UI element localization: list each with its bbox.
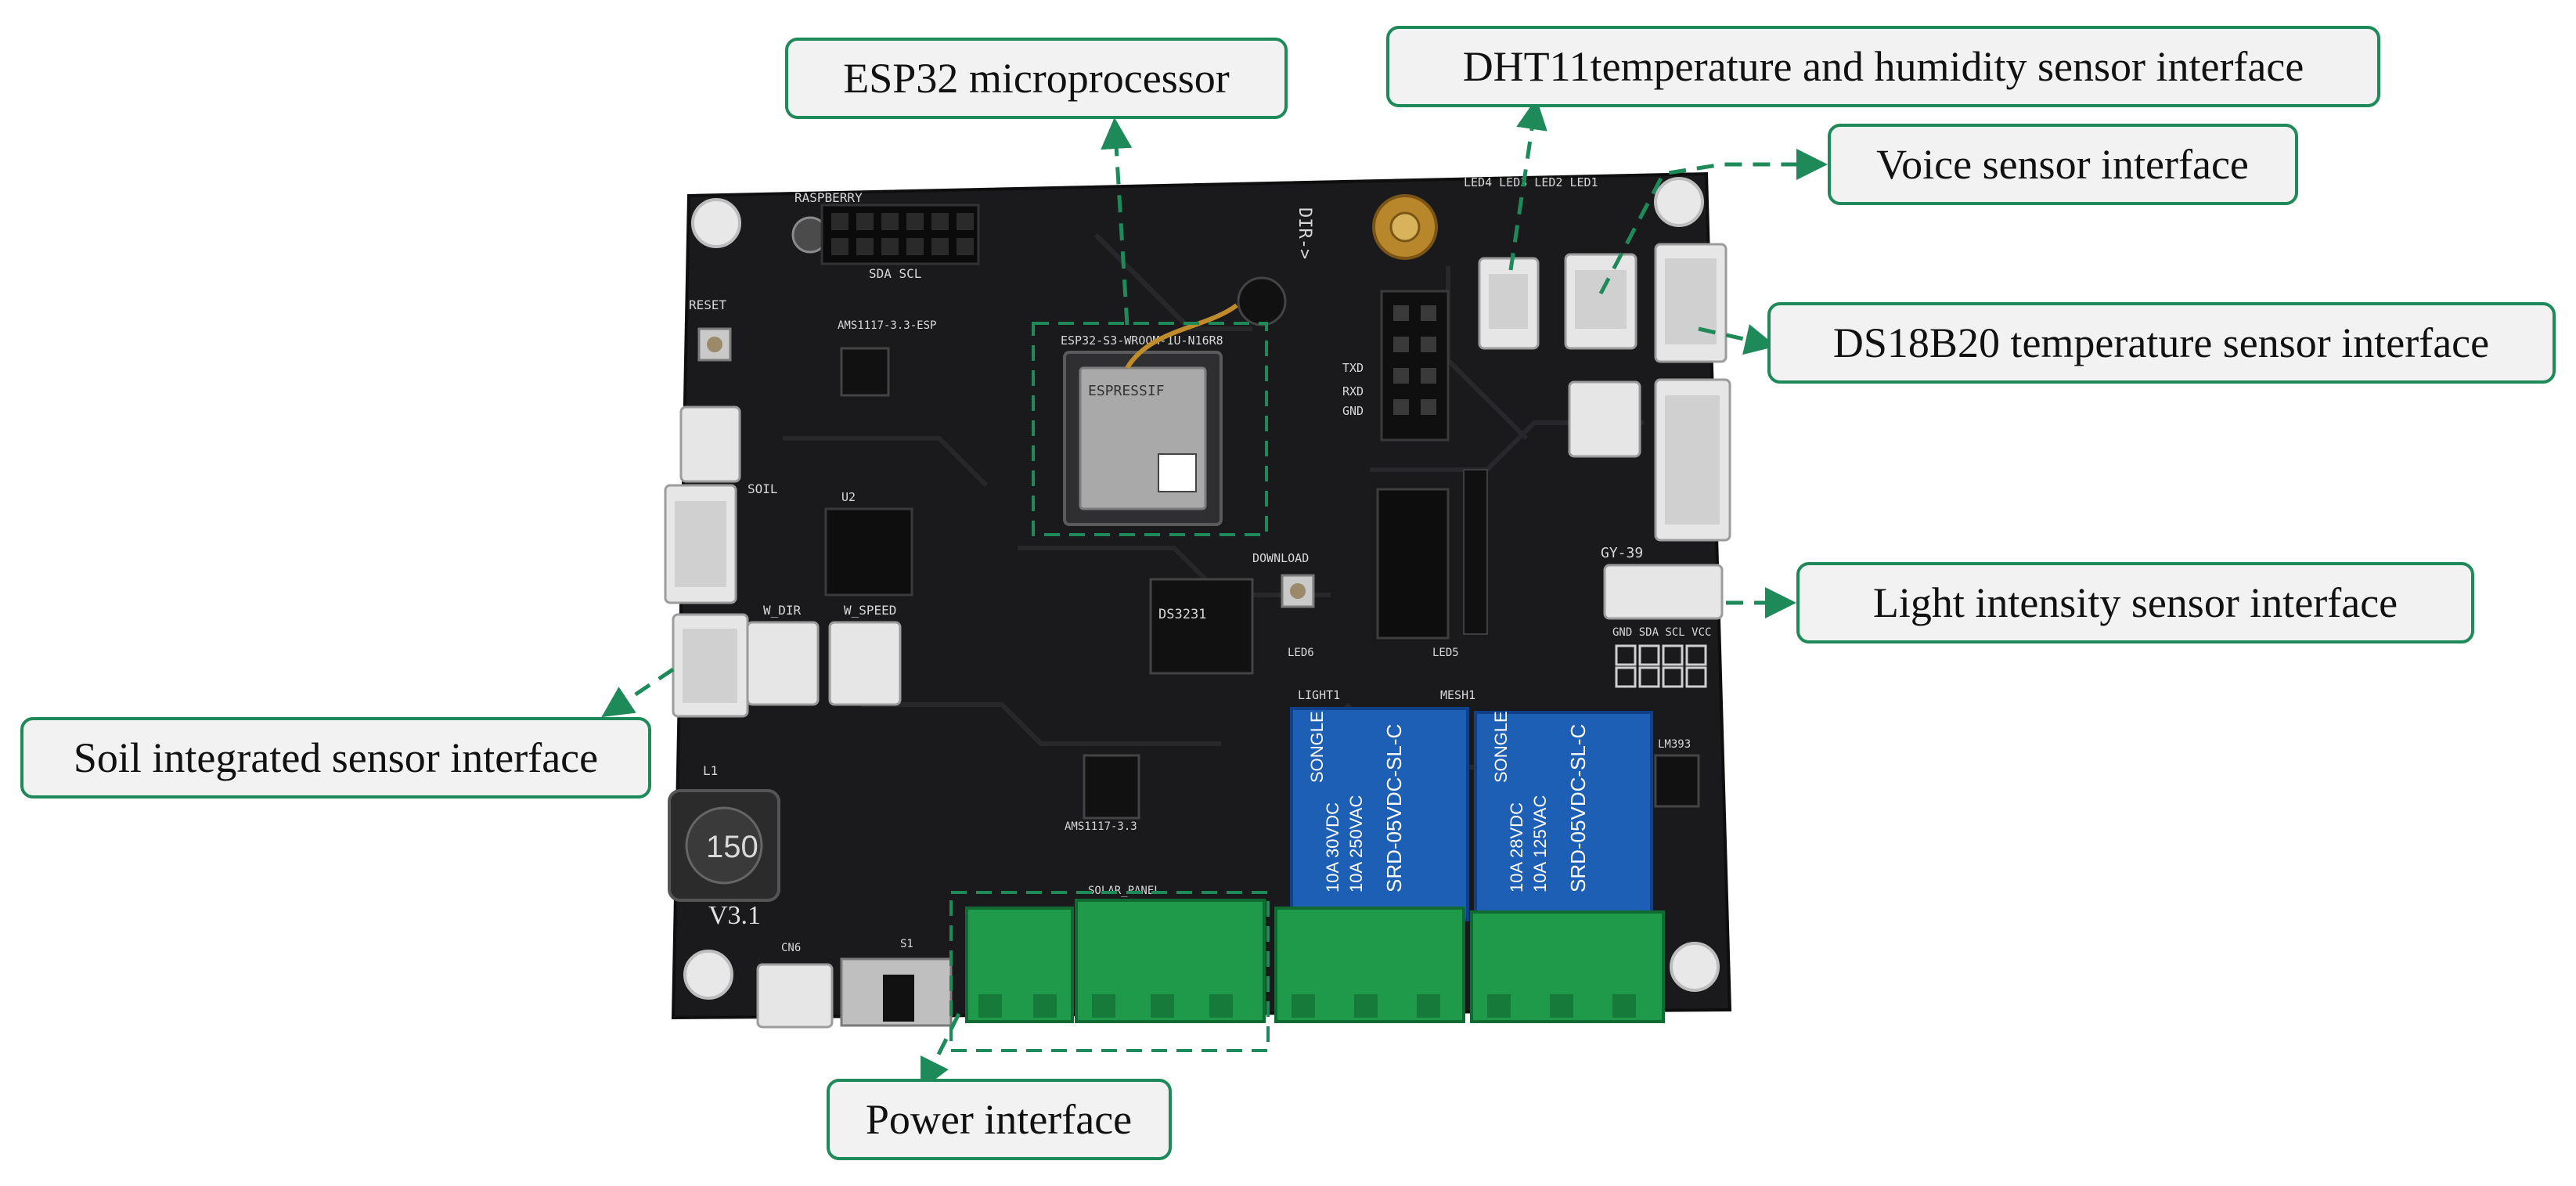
wspeed-silkscreen: W_SPEED: [844, 603, 896, 618]
txd-silkscreen: TXD: [1342, 361, 1364, 375]
rxd-silkscreen: RXD: [1342, 384, 1364, 398]
label-soil: Soil integrated sensor interface: [74, 734, 598, 781]
relay-1: LIGHT1 SRD-05VDC-SL-C 10A 250VAC 10A 30V…: [1290, 688, 1469, 921]
sma-antenna-connector: DIR->: [1295, 194, 1438, 260]
relay-1-model: SRD-05VDC-SL-C: [1382, 724, 1406, 892]
callout-ds18b20: DS18B20 temperature sensor interface: [1767, 302, 2556, 384]
light1-silkscreen: LIGHT1: [1298, 688, 1340, 702]
led-row-silkscreen: LED4 LED3 LED2 LED1: [1464, 175, 1598, 189]
power-switch: S1: [840, 938, 953, 1027]
relay-1-rating-a: 10A 250VAC: [1346, 795, 1366, 892]
esp32-leader-line: [1101, 117, 1133, 326]
board-version: V3.1: [708, 901, 761, 930]
label-dht11: DHT11temperature and humidity sensor int…: [1463, 43, 2304, 90]
gy39-silkscreen: GY-39: [1601, 545, 1643, 561]
power-leader-line: [921, 1012, 961, 1090]
s1-silkscreen: S1: [900, 938, 913, 950]
raspberry-header: RASPBERRY SDA SCL: [794, 190, 980, 281]
esp32-module: ESPRESSIF ESP32-S3-WROOM-1U-N16R8: [1061, 276, 1287, 526]
lm393-chip: LM393: [1654, 738, 1700, 808]
esp32-module-silkscreen: ESP32-S3-WROOM-1U-N16R8: [1061, 333, 1223, 348]
callout-esp32: ESP32 microprocessor: [785, 38, 1288, 119]
callout-soil: Soil integrated sensor interface: [20, 717, 651, 798]
download-silkscreen: DOWNLOAD: [1252, 551, 1309, 565]
gy39-connector: GY-39 GND SDA SCL VCC: [1601, 545, 1724, 688]
mcu-chip-qfp: [1376, 469, 1488, 640]
label-esp32: ESP32 microprocessor: [843, 55, 1229, 102]
callout-light: Light intensity sensor interface: [1796, 562, 2474, 643]
label-ds18b20: DS18B20 temperature sensor interface: [1833, 319, 2489, 366]
rs485-connector: [672, 613, 749, 718]
power-highlight-box: [949, 891, 1270, 1052]
reset-button: RESET: [689, 297, 732, 362]
gnd-silkscreen: GND: [1342, 404, 1364, 418]
soil-leader-line: [601, 667, 675, 718]
callout-power: Power interface: [827, 1079, 1172, 1160]
gy39-pins-silkscreen: GND SDA SCL VCC: [1612, 626, 1711, 639]
left-connector-top: [679, 406, 741, 483]
voice-leader-line: [1598, 149, 1828, 295]
download-button: DOWNLOAD: [1252, 551, 1315, 608]
ds18b20-leader-line: [1698, 324, 1777, 355]
regulator-ams-lower: AMS1117-3.3: [1065, 754, 1140, 833]
mesh1-silkscreen: MESH1: [1440, 688, 1475, 702]
relay-1-brand: SONGLE: [1307, 711, 1327, 783]
label-power: Power interface: [866, 1096, 1132, 1143]
serial-header: TXD RXD GND: [1342, 290, 1450, 442]
dht11-connector: [1478, 257, 1540, 350]
side-connector-small: [1568, 380, 1641, 458]
relay-1-rating-b: 10A 30VDC: [1323, 802, 1342, 892]
sda-scl-silkscreen: SDA SCL: [869, 266, 921, 281]
callout-voice: Voice sensor interface: [1828, 124, 2298, 205]
dir-silkscreen: DIR->: [1295, 207, 1314, 259]
wspeed-connector: W_SPEED: [828, 603, 902, 706]
label-voice: Voice sensor interface: [1876, 141, 2249, 188]
cn6-silkscreen: CN6: [781, 942, 801, 954]
soil-silkscreen: SOIL: [748, 481, 778, 496]
relay-2-rating-b: 10A 28VDC: [1507, 802, 1526, 892]
relay-2-model: SRD-05VDC-SL-C: [1566, 724, 1590, 892]
u2-silkscreen: U2: [841, 490, 856, 504]
led5-silkscreen: LED5: [1432, 647, 1459, 659]
lm393-silkscreen: LM393: [1658, 738, 1691, 751]
regulator-ams-esp: AMS1117-3.3-ESP: [838, 319, 936, 397]
terminal-blocks: SOLAR_PANEL: [965, 885, 1665, 1023]
label-light: Light intensity sensor interface: [1873, 579, 2398, 626]
rtc-chip: DS3231: [1149, 578, 1254, 675]
ams-esp-silkscreen: AMS1117-3.3-ESP: [838, 319, 936, 332]
ic-u2: U2: [824, 490, 913, 597]
inductor-marking: 150: [706, 830, 758, 864]
raspberry-silkscreen: RASPBERRY: [794, 190, 863, 205]
rtc-chip-text: DS3231: [1158, 607, 1206, 622]
l1-silkscreen: L1: [703, 763, 718, 778]
mounting-standoffs: [683, 177, 1720, 1000]
esp32-brand-text: ESPRESSIF: [1088, 383, 1165, 399]
esp32-highlight-box: [1032, 322, 1268, 536]
callout-dht11: DHT11temperature and humidity sensor int…: [1386, 26, 2380, 107]
wdir-connector: W_DIR: [746, 603, 820, 706]
reset-silkscreen: RESET: [689, 297, 727, 312]
power-inductor: 150 L1: [668, 763, 780, 902]
voice-connector: [1564, 253, 1637, 350]
cn6-connector: CN6: [756, 942, 834, 1029]
wdir-silkscreen: W_DIR: [763, 603, 802, 618]
relay-2-brand: SONGLE: [1491, 711, 1511, 783]
ams-lower-silkscreen: AMS1117-3.3: [1065, 820, 1137, 833]
solar-panel-silkscreen: SOLAR_PANEL: [1088, 885, 1161, 897]
relay-2-rating-a: 10A 125VAC: [1530, 795, 1550, 892]
ds18b20-connector: [1654, 243, 1728, 363]
led6-silkscreen: LED6: [1288, 647, 1314, 659]
soil-connector: SOIL: [664, 481, 778, 604]
side-connector-tall: [1654, 378, 1731, 542]
